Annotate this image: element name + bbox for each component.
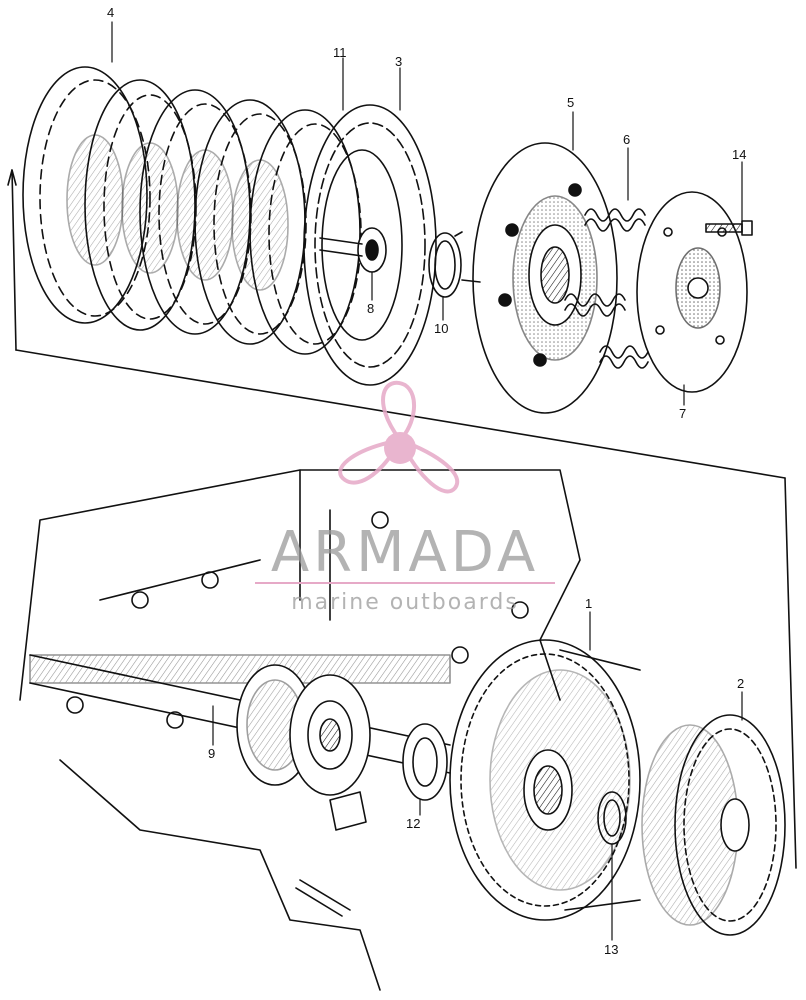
callout-14: 14 [732,147,747,162]
clutch-springs-6 [564,208,649,369]
callout-8: 8 [367,301,375,316]
watermark-subtitle: marine outboards [291,590,519,615]
thrust-washer-12 [402,723,448,801]
callout-4: 4 [107,5,115,20]
lifter-plate-7 [636,191,748,393]
callout-11: 11 [333,45,347,60]
bolt-14 [705,220,753,236]
circlip-10 [428,231,463,298]
callout-10: 10 [434,321,449,336]
callout-3: 3 [395,54,403,69]
callout-13: 13 [604,942,619,957]
watermark-divider [255,582,555,584]
callout-2: 2 [737,676,745,691]
watermark-brand: ARMADA [270,520,540,585]
callout-7: 7 [679,406,687,421]
propeller-icon [338,380,459,494]
assembly-frame-lines [7,169,797,869]
callout-6: 6 [623,132,631,147]
callout-9: 9 [208,746,216,761]
friction-disc-stack [22,66,362,355]
clutch-hub-2 [641,714,786,936]
leader-lines [111,21,743,941]
callout-5: 5 [567,95,575,110]
clutch-outer-1 [449,639,641,921]
pressure-plate-5 [461,142,618,414]
mainshaft-9 [29,654,451,796]
clutch-plate-3 [303,104,437,386]
callout-1: 1 [585,596,593,611]
callout-12: 12 [406,816,421,831]
